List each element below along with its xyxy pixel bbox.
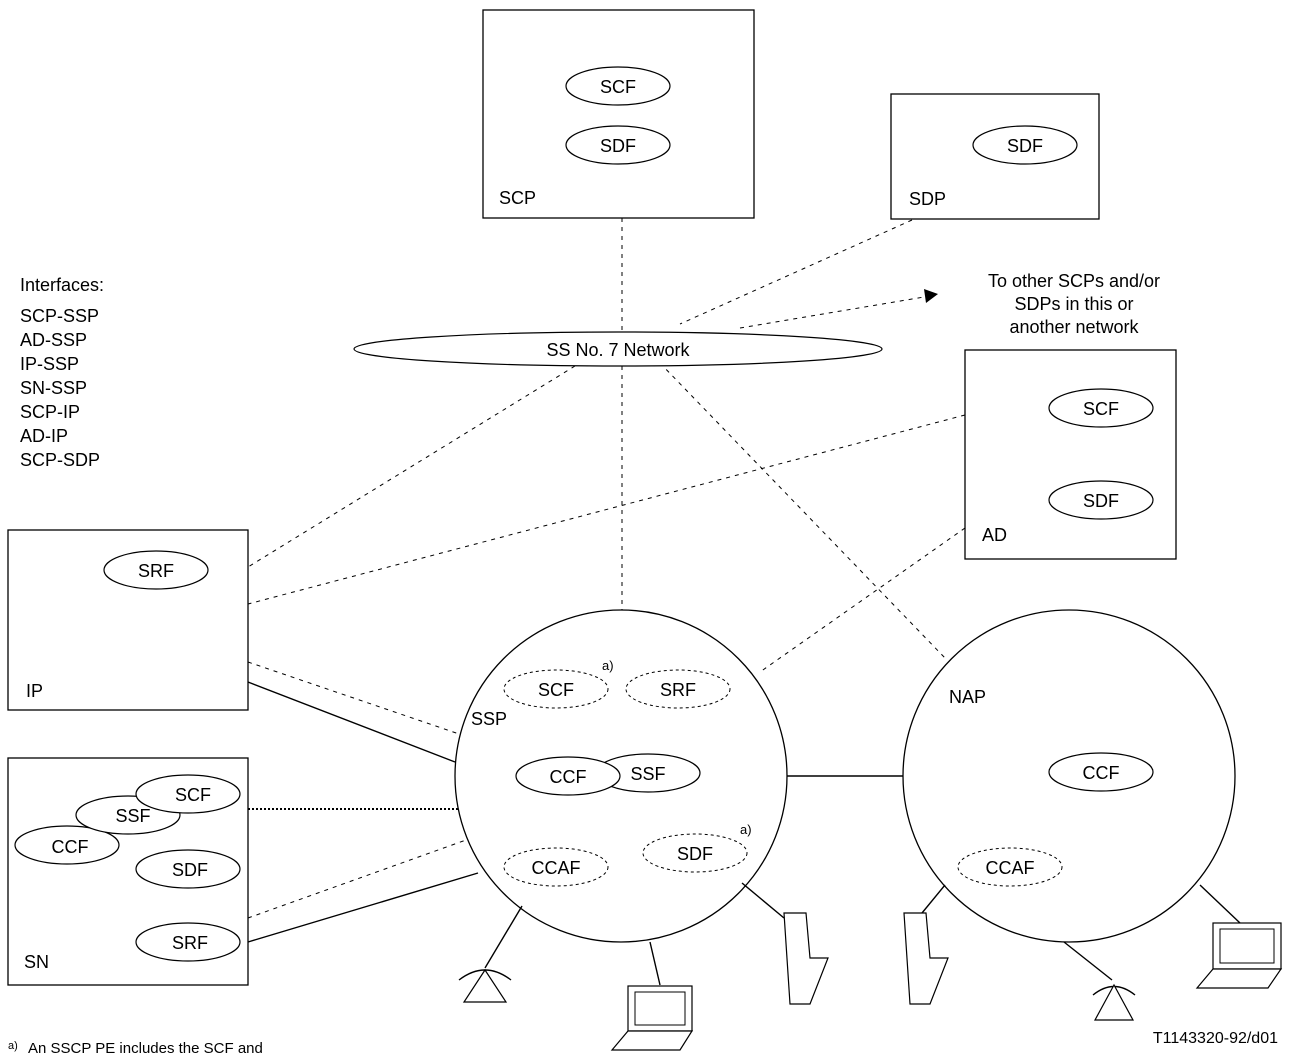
interface-item: AD-SSP <box>20 330 87 350</box>
scp-sdf-label: SDF <box>600 136 636 156</box>
scp-node: SCF SDF SCP <box>482 9 755 219</box>
footnote-marker: a) <box>740 822 752 837</box>
sn-scf <box>135 774 241 814</box>
interface-item: SCP-SDP <box>20 450 100 470</box>
link-sn-ssp-bearer <box>247 872 479 943</box>
nap-ccf-label: CCF <box>1083 763 1120 783</box>
ss7-network-ellipse <box>353 331 883 367</box>
sdp-label: SDP <box>909 189 946 209</box>
footnote: a) An SSCP PE includes the SCF and <box>8 1040 263 1053</box>
other-networks-line-2: SDPs in this or <box>1014 294 1133 314</box>
data-terminal-icon <box>903 884 949 1005</box>
interface-item: AD-IP <box>20 426 68 446</box>
sn-scf-label: SCF <box>175 785 211 805</box>
scp-scf-label: SCF <box>600 77 636 97</box>
ss7-network: SS No. 7 Network <box>353 331 883 367</box>
ad-sdf <box>1048 480 1154 520</box>
ssp-sdf-label: SDF <box>677 844 713 864</box>
telephone-icon <box>1063 941 1136 1021</box>
ssp-ccaf-label: CCAF <box>532 858 581 878</box>
telephone-icon <box>458 905 523 1003</box>
scp-scf <box>565 66 671 106</box>
sn-srf-label: SRF <box>172 933 208 953</box>
footnote-marker: a) <box>602 658 614 673</box>
footnote-text: An SSCP PE includes the SCF and <box>28 1040 263 1053</box>
sn-ccf <box>14 825 120 865</box>
ip-label: IP <box>26 681 43 701</box>
ip-node: SRF IP <box>7 529 249 711</box>
ssp-scf-label: SCF <box>538 680 574 700</box>
nap-node: NAP CCF CCAF <box>902 609 1236 943</box>
sn-srf <box>135 922 241 962</box>
sn-sdf <box>135 849 241 889</box>
interfaces-title: Interfaces: <box>20 275 104 295</box>
ssp-ccf-label: CCF <box>550 767 587 787</box>
nap-ccaf-label: CCAF <box>986 858 1035 878</box>
computer-terminal-icon <box>610 941 694 1051</box>
scp-label: SCP <box>499 188 536 208</box>
link-sn-ssp-signal <box>247 839 467 919</box>
scp-sdf <box>565 125 671 165</box>
interface-item: SN-SSP <box>20 378 87 398</box>
ad-label: AD <box>982 525 1007 545</box>
interface-item: SCP-IP <box>20 402 80 422</box>
ad-sdf-label: SDF <box>1083 491 1119 511</box>
interface-item: SCP-SSP <box>20 306 99 326</box>
ad-box <box>964 349 1177 560</box>
interface-item: IP-SSP <box>20 354 79 374</box>
ssp-scf <box>503 669 609 709</box>
link-network-ip <box>247 365 576 568</box>
link-network-other <box>739 296 925 329</box>
link-ip-ssp-signal <box>247 661 466 737</box>
sdp-node: SDF SDP <box>890 93 1100 220</box>
link-ip-ssp-bearer <box>247 681 456 763</box>
other-networks-note: To other SCPs and/or SDPs in this or ano… <box>988 271 1160 337</box>
ad-node: SCF SDF AD <box>964 349 1177 560</box>
footnote-marker: a) <box>8 1040 18 1052</box>
ssp-srf <box>625 669 731 709</box>
data-terminal-icon <box>741 882 829 1005</box>
ssp-node: SSP SCF a) SRF CCF SSF CCAF SDF a) <box>454 609 788 943</box>
ss7-network-label: SS No. 7 Network <box>546 340 690 360</box>
link-ad-ssp <box>759 527 966 673</box>
scp-box <box>482 9 755 219</box>
nap-ccaf <box>957 847 1063 887</box>
ssp-srf-label: SRF <box>660 680 696 700</box>
ssp-label: SSP <box>471 709 507 729</box>
terminals <box>458 882 1283 1051</box>
ssp-ccaf <box>503 847 609 887</box>
other-networks-line-3: another network <box>1009 317 1139 337</box>
nap-ccf <box>1048 752 1154 792</box>
sdp-sdf <box>972 125 1078 165</box>
sn-node: CCF SSF SCF SDF SRF SN <box>7 757 249 986</box>
ssp-ssf-label: SSF <box>630 764 665 784</box>
sn-label: SN <box>24 952 49 972</box>
link-sdp-network <box>679 219 913 325</box>
sdp-sdf-label: SDF <box>1007 136 1043 156</box>
ad-scf-label: SCF <box>1083 399 1119 419</box>
ssp-sdf <box>642 833 748 873</box>
other-networks-line-1: To other SCPs and/or <box>988 271 1160 291</box>
ssp-ccf <box>515 756 621 796</box>
link-ad-ip <box>247 414 966 605</box>
nap-label: NAP <box>949 687 986 707</box>
connections <box>247 218 966 943</box>
interfaces-list: Interfaces: SCP-SSP AD-SSP IP-SSP SN-SSP… <box>20 275 104 470</box>
ad-scf <box>1048 388 1154 428</box>
computer-terminal-icon <box>1195 884 1283 989</box>
sn-ccf-label: CCF <box>52 837 89 857</box>
link-network-nap <box>659 362 946 659</box>
sn-sdf-label: SDF <box>172 860 208 880</box>
ip-srf <box>103 550 209 590</box>
figure-id: T1143320-92/d01 <box>1153 1030 1278 1047</box>
arrowhead-icon <box>924 289 938 303</box>
sn-ssf-label: SSF <box>115 806 150 826</box>
ip-srf-label: SRF <box>138 561 174 581</box>
